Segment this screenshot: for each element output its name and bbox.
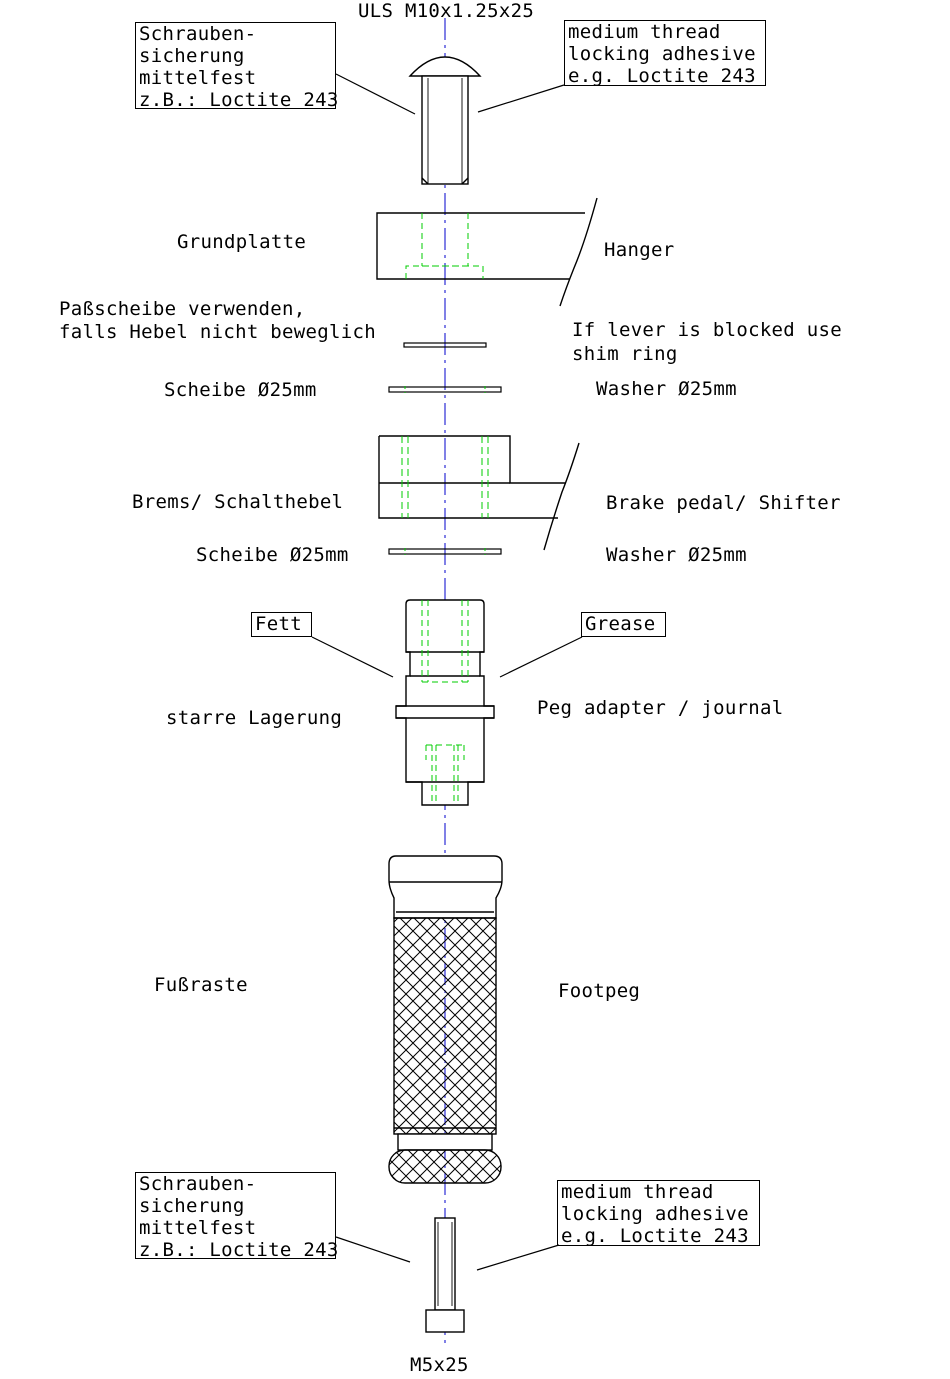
bearing-de-label: starre Lagerung bbox=[166, 707, 343, 729]
grease-box: Grease bbox=[581, 612, 666, 637]
hanger-label: Hanger bbox=[604, 239, 675, 261]
note-bottom-en-line-1: medium thread bbox=[561, 1181, 714, 1203]
footpeg bbox=[388, 855, 503, 1184]
lever-en-label: Brake pedal/ Shifter bbox=[606, 492, 841, 514]
brake-lever bbox=[378, 435, 580, 551]
top-leader-lines bbox=[335, 73, 565, 115]
note-bottom-de-line-4: z.B.: Loctite 243 bbox=[139, 1239, 339, 1261]
note-bottom-de: Schrauben- sicherung mittelfest z.B.: Lo… bbox=[135, 1172, 339, 1261]
washer-bottom bbox=[388, 548, 502, 555]
note-top-en-line-1: medium thread bbox=[568, 21, 721, 43]
peg-adapter bbox=[395, 599, 495, 806]
shim-de-line-1: Paßscheibe verwenden, bbox=[59, 298, 306, 320]
note-bottom-de-line-2: sicherung bbox=[139, 1195, 245, 1217]
note-top-en: medium thread locking adhesive e.g. Loct… bbox=[564, 20, 766, 87]
bottom-leader-lines bbox=[335, 1236, 560, 1271]
note-bottom-en-line-2: locking adhesive bbox=[561, 1203, 749, 1225]
bottom-screw-label: M5x25 bbox=[410, 1354, 469, 1376]
scheibe-2-label: Scheibe Ø25mm bbox=[196, 544, 349, 566]
footpeg-de-label: Fußraste bbox=[154, 974, 248, 996]
note-bottom-de-line-3: mittelfest bbox=[139, 1217, 257, 1239]
note-top-en-line-3: e.g. Loctite 243 bbox=[568, 65, 756, 87]
shim-en-line-1: If lever is blocked use bbox=[572, 319, 842, 341]
note-bottom-de-line-1: Schrauben- bbox=[139, 1173, 257, 1195]
grundplatte-label: Grundplatte bbox=[177, 231, 307, 253]
note-bottom-en-line-3: e.g. Loctite 243 bbox=[561, 1225, 749, 1247]
shim-en-line-2: shim ring bbox=[572, 343, 678, 365]
base-plate-hidden-bore bbox=[405, 213, 484, 279]
note-top-de-line-1: Schrauben- bbox=[139, 23, 257, 45]
note-top-de-line-2: sicherung bbox=[139, 45, 245, 67]
washer-1-label: Washer Ø25mm bbox=[596, 378, 737, 400]
note-top-de-line-4: z.B.: Loctite 243 bbox=[139, 89, 339, 111]
shim-ring bbox=[403, 342, 487, 348]
note-bottom-en: medium thread locking adhesive e.g. Loct… bbox=[557, 1180, 760, 1247]
note-top-de: Schrauben- sicherung mittelfest z.B.: Lo… bbox=[135, 22, 339, 111]
scheibe-1-label: Scheibe Ø25mm bbox=[164, 379, 317, 401]
top-screw-label: ULS M10x1.25x25 bbox=[358, 0, 535, 22]
washer-2-label: Washer Ø25mm bbox=[606, 544, 747, 566]
top-screw bbox=[408, 56, 482, 185]
grease-label: Grease bbox=[585, 613, 656, 635]
note-top-en-line-2: locking adhesive bbox=[568, 43, 756, 65]
washer-top bbox=[388, 386, 502, 393]
shim-de-line-2: falls Hebel nicht beweglich bbox=[59, 321, 376, 343]
grease-leader-lines bbox=[311, 636, 583, 678]
fett-label: Fett bbox=[255, 613, 302, 635]
footpeg-en-label: Footpeg bbox=[558, 980, 641, 1002]
fett-box: Fett bbox=[251, 612, 312, 637]
peg-adapter-hidden-thread bbox=[421, 600, 469, 805]
note-top-de-line-3: mittelfest bbox=[139, 67, 257, 89]
lever-hidden-bore bbox=[401, 436, 489, 518]
lever-de-label: Brems/ Schalthebel bbox=[132, 491, 344, 513]
base-plate bbox=[376, 197, 598, 307]
adapter-en-label: Peg adapter / journal bbox=[537, 697, 784, 719]
bottom-screw bbox=[425, 1217, 465, 1333]
